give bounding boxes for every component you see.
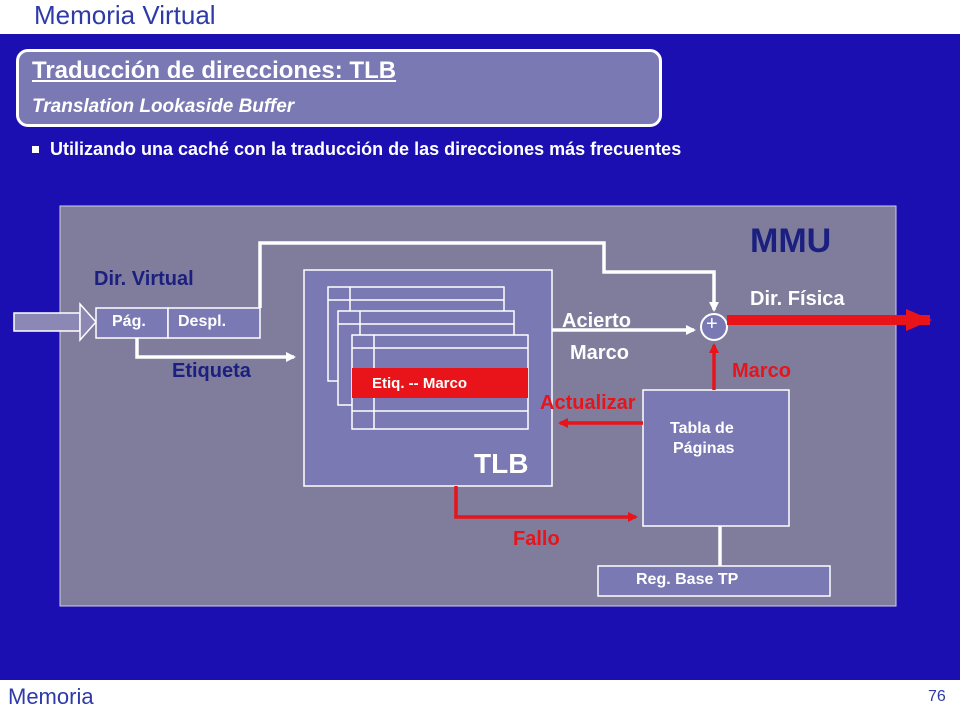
- page-table-label-1: Tabla de: [670, 420, 734, 437]
- tlb-stack-3: [351, 334, 529, 430]
- page-table-label-2: Páginas: [673, 440, 735, 457]
- page-number: 76: [928, 688, 946, 705]
- fallo-arrow: [454, 486, 638, 522]
- actualizar-label: Actualizar: [540, 392, 636, 414]
- bullet-square-icon: [32, 146, 39, 153]
- title-box: [16, 49, 662, 127]
- etiqueta-arrow: [135, 338, 296, 362]
- input-arrow: [13, 302, 98, 342]
- fallo-label: Fallo: [513, 528, 560, 550]
- dir-fisica-label: Dir. Física: [750, 288, 845, 310]
- plus-circle: [700, 313, 728, 341]
- offset-line: [258, 241, 719, 312]
- pag-label: Pág.: [112, 313, 146, 330]
- bullet-text: Utilizando una caché con la traducción d…: [50, 139, 682, 159]
- footer-title: Memoria: [8, 684, 94, 709]
- marco-pt-label: Marco: [732, 360, 791, 382]
- marco-hit-label: Marco: [570, 342, 629, 364]
- dir-virtual-label: Dir. Virtual: [94, 268, 194, 290]
- tlb-label: TLB: [474, 448, 529, 479]
- section-title: Memoria Virtual: [34, 0, 216, 30]
- base-register-box: [597, 565, 831, 597]
- despl-box: [167, 307, 261, 339]
- tlb-entry-label: Etiq. -- Marco: [372, 375, 468, 392]
- mmu-label: MMU: [750, 222, 832, 260]
- despl-label: Despl.: [178, 313, 227, 330]
- base-register-label: Reg. Base TP: [636, 571, 739, 588]
- slide-subtitle: Translation Lookaside Buffer: [32, 96, 295, 117]
- page-table-box: [642, 389, 790, 527]
- etiqueta-label: Etiqueta: [172, 360, 251, 382]
- slide-title: Traducción de direcciones: TLB: [32, 57, 397, 84]
- acierto-label: Acierto: [562, 310, 631, 332]
- tlb-entry-highlight: [352, 368, 528, 398]
- plus-icon: +: [706, 313, 718, 335]
